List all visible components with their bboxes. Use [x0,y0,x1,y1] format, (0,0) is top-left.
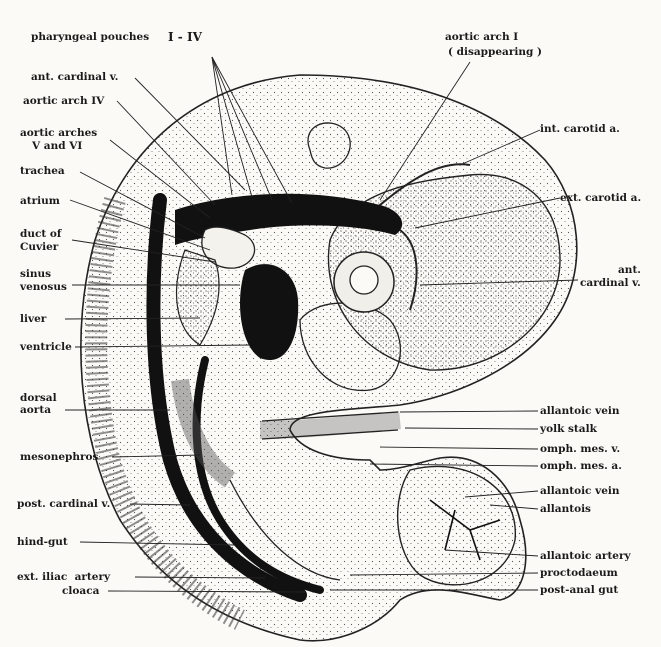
eye-inner [350,266,378,294]
label-aortic-arches-v-vi: V and VI [32,140,82,152]
label-disappearing: ( disappearing ) [448,46,542,58]
label-dorsal: dorsal [20,392,57,404]
label-mesonephros: mesonephros [20,451,98,463]
label-cloaca: cloaca [62,585,99,597]
label-aortic-arches: aortic arches [20,127,97,139]
label-allantois: allantois [540,503,591,515]
label-cuvier: Cuvier [20,241,58,253]
label-liver: liver [20,313,46,325]
label-sinus: sinus [20,268,51,280]
label-ext-carotid-a: ext. carotid a. [560,192,641,204]
label-ant: ant. [618,264,641,276]
label-proctodaeum: proctodaeum [540,567,618,579]
label-duct-of: duct of [20,228,61,240]
top-vesicle [308,123,350,168]
label-allantoic-artery: allantoic artery [540,550,631,562]
label-ant-cardinal-v: ant. cardinal v. [31,71,118,83]
label-trachea: trachea [20,165,65,177]
label-hind-gut: hind-gut [17,536,68,548]
label-yolk-stalk: yolk stalk [540,423,597,435]
label-aorta: aorta [20,404,51,416]
yolk-stalk-tube [260,420,400,430]
label-atrium: atrium [20,195,60,207]
label-pharyngeal-pouches: pharyngeal pouches [31,31,149,43]
label-int-carotid-a: int. carotid a. [540,123,620,135]
label-pouches-roman: I - IV [168,31,202,43]
label-allantoic-vein: allantoic vein [540,405,620,417]
label-post-anal-gut: post-anal gut [540,584,618,596]
label-allantoic-vein-2: allantoic vein [540,485,620,497]
label-cardinal-v: cardinal v. [580,277,641,289]
label-ventricle: ventricle [20,341,72,353]
label-venosus: venosus [20,281,67,293]
label-post-cardinal-v: post. cardinal v. [17,498,110,510]
label-omph-mes-v: omph. mes. v. [540,443,620,455]
label-aortic-arch-i: aortic arch I [445,31,518,43]
label-ext-iliac-artery: ext. iliac artery [17,571,110,583]
label-omph-mes-a: omph. mes. a. [540,460,622,472]
label-aortic-arch-iv: aortic arch IV [23,95,104,107]
